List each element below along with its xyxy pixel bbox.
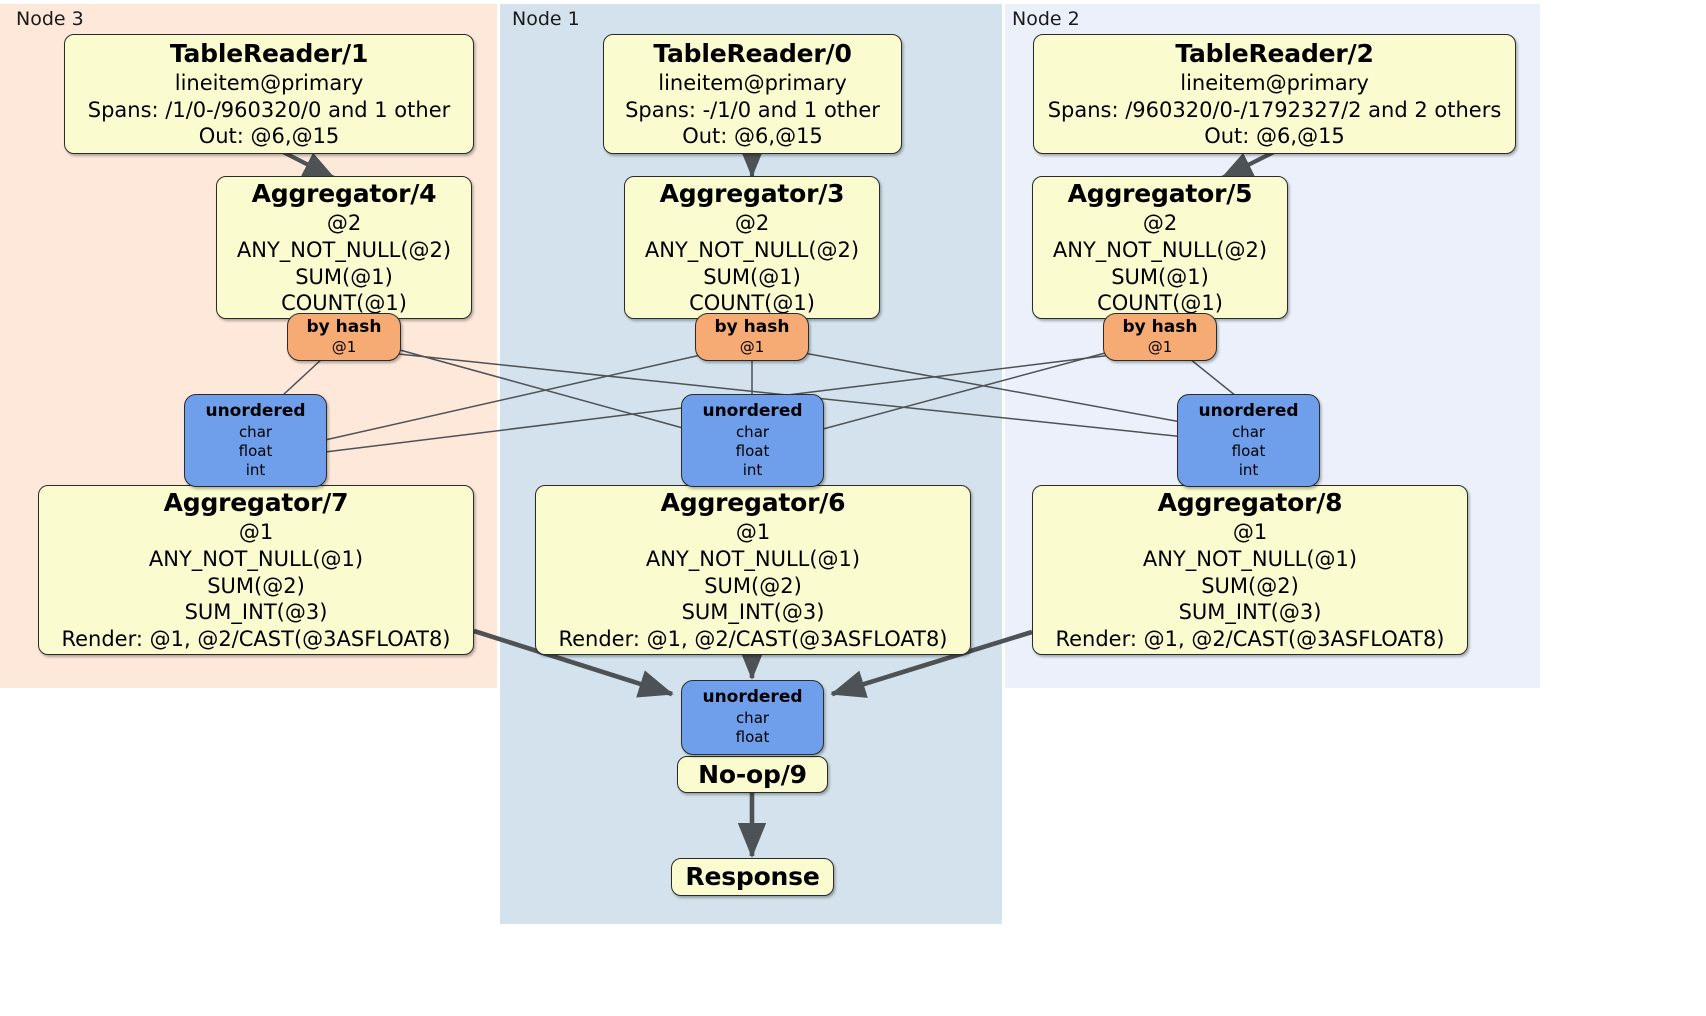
processor-detail: @2 — [1142, 210, 1178, 235]
processor-detail: SUM_INT(@3) — [184, 600, 328, 625]
router-title: unordered — [702, 400, 803, 421]
router-title: unordered — [702, 687, 803, 708]
processor-detail: COUNT(@1) — [689, 291, 815, 316]
processor-detail: Render: @1, @2/CAST(@3ASFLOAT8) — [1055, 627, 1445, 652]
processor-title: Aggregator/8 — [1157, 487, 1343, 517]
router-title: by hash — [714, 316, 790, 337]
region-label-node-2: Node 2 — [1012, 8, 1080, 30]
processor-detail: Spans: -/1/0 and 1 other — [625, 97, 880, 122]
router-detail: char — [735, 422, 770, 441]
processor-detail: ANY_NOT_NULL(@1) — [148, 546, 364, 571]
router-by-hash-node-1[interactable]: by hash @1 — [695, 313, 809, 361]
router-detail: int — [245, 460, 266, 479]
processor-title: Aggregator/4 — [251, 178, 437, 208]
processor-title: TableReader/2 — [1175, 38, 1374, 68]
processor-detail: SUM(@1) — [703, 264, 801, 289]
processor-aggregator-3[interactable]: Aggregator/3 @2 ANY_NOT_NULL(@2) SUM(@1)… — [624, 176, 880, 319]
processor-detail: ANY_NOT_NULL(@2) — [236, 237, 452, 262]
processor-title: No-op/9 — [698, 759, 807, 789]
router-detail: float — [238, 441, 273, 460]
router-title: by hash — [306, 316, 382, 337]
processor-detail: SUM(@1) — [295, 264, 393, 289]
region-label-node-1: Node 1 — [512, 8, 580, 30]
router-detail: float — [735, 728, 770, 747]
router-unordered-node-2[interactable]: unordered char float int — [1177, 394, 1320, 487]
router-detail: int — [742, 460, 763, 479]
region-label-node-3: Node 3 — [16, 8, 84, 30]
processor-detail: Out: @6,@15 — [1204, 124, 1345, 149]
processor-detail: Render: @1, @2/CAST(@3ASFLOAT8) — [558, 627, 948, 652]
processor-title: TableReader/1 — [169, 38, 369, 68]
router-by-hash-node-2[interactable]: by hash @1 — [1103, 313, 1217, 361]
processor-detail: lineitem@primary — [658, 70, 847, 95]
processor-aggregator-8[interactable]: Aggregator/8 @1 ANY_NOT_NULL(@1) SUM(@2)… — [1032, 485, 1468, 655]
router-detail: float — [735, 441, 770, 460]
processor-table-reader-0[interactable]: TableReader/0 lineitem@primary Spans: -/… — [603, 34, 902, 154]
processor-detail: SUM(@2) — [1201, 573, 1299, 598]
processor-detail: ANY_NOT_NULL(@1) — [1142, 546, 1358, 571]
processor-detail: lineitem@primary — [174, 70, 364, 95]
processor-title: Aggregator/6 — [660, 487, 846, 517]
processor-detail: SUM(@2) — [207, 573, 305, 598]
processor-detail: Out: @6,@15 — [682, 124, 823, 149]
router-detail: @1 — [331, 338, 357, 357]
processor-table-reader-1[interactable]: TableReader/1 lineitem@primary Spans: /1… — [64, 34, 474, 154]
router-detail: int — [1238, 460, 1259, 479]
processor-title: Aggregator/3 — [659, 178, 845, 208]
processor-detail: @2 — [734, 210, 770, 235]
processor-detail: SUM_INT(@3) — [681, 600, 825, 625]
router-detail: char — [238, 422, 273, 441]
processor-title: Aggregator/5 — [1067, 178, 1253, 208]
processor-title: TableReader/0 — [653, 38, 852, 68]
processor-detail: @1 — [1232, 519, 1268, 544]
router-title: by hash — [1122, 316, 1198, 337]
processor-detail: Render: @1, @2/CAST(@3ASFLOAT8) — [61, 627, 451, 652]
processor-table-reader-2[interactable]: TableReader/2 lineitem@primary Spans: /9… — [1033, 34, 1516, 154]
processor-detail: COUNT(@1) — [281, 291, 407, 316]
processor-aggregator-4[interactable]: Aggregator/4 @2 ANY_NOT_NULL(@2) SUM(@1)… — [216, 176, 472, 319]
processor-detail: ANY_NOT_NULL(@2) — [1052, 237, 1268, 262]
router-detail: char — [1231, 422, 1266, 441]
router-detail: char — [735, 709, 770, 728]
router-detail: @1 — [1147, 338, 1173, 357]
processor-title: Aggregator/7 — [163, 487, 349, 517]
processor-detail: Spans: /1/0-/960320/0 and 1 other — [87, 97, 451, 122]
router-unordered-node-1[interactable]: unordered char float int — [681, 394, 824, 487]
router-by-hash-node-3[interactable]: by hash @1 — [287, 313, 401, 361]
processor-detail: Spans: /960320/0-/1792327/2 and 2 others — [1047, 97, 1502, 122]
processor-title: Response — [685, 862, 820, 891]
processor-detail: SUM_INT(@3) — [1178, 600, 1322, 625]
router-title: unordered — [1198, 400, 1299, 421]
processor-detail: lineitem@primary — [1180, 70, 1369, 95]
processor-detail: ANY_NOT_NULL(@2) — [644, 237, 860, 262]
router-title: unordered — [205, 400, 306, 421]
processor-detail: @1 — [735, 519, 771, 544]
processor-detail: @2 — [326, 210, 362, 235]
processor-aggregator-6[interactable]: Aggregator/6 @1 ANY_NOT_NULL(@1) SUM(@2)… — [535, 485, 971, 655]
router-unordered-node-3[interactable]: unordered char float int — [184, 394, 327, 487]
router-unordered-final[interactable]: unordered char float — [681, 680, 824, 755]
processor-detail: @1 — [238, 519, 274, 544]
processor-detail: SUM(@1) — [1111, 264, 1209, 289]
processor-detail: Out: @6,@15 — [198, 124, 340, 149]
processor-detail: COUNT(@1) — [1097, 291, 1223, 316]
processor-aggregator-5[interactable]: Aggregator/5 @2 ANY_NOT_NULL(@2) SUM(@1)… — [1032, 176, 1288, 319]
processor-detail: SUM(@2) — [704, 573, 802, 598]
processor-detail: ANY_NOT_NULL(@1) — [645, 546, 861, 571]
processor-no-op-9[interactable]: No-op/9 — [677, 756, 828, 793]
processor-aggregator-7[interactable]: Aggregator/7 @1 ANY_NOT_NULL(@1) SUM(@2)… — [38, 485, 474, 655]
router-detail: float — [1231, 441, 1266, 460]
router-detail: @1 — [739, 338, 765, 357]
processor-response[interactable]: Response — [671, 858, 834, 896]
